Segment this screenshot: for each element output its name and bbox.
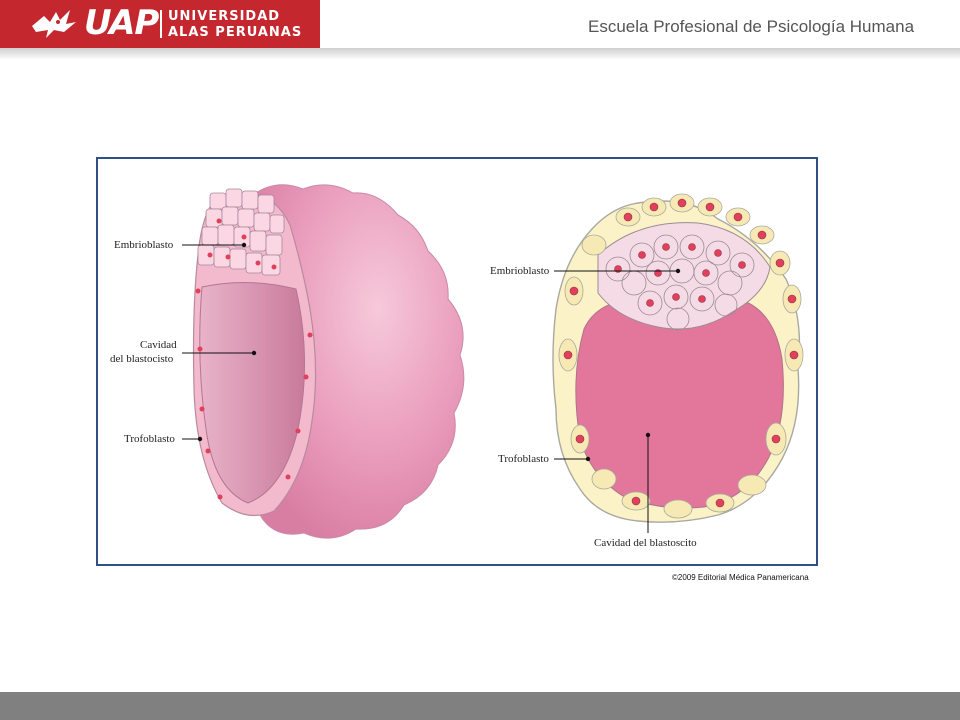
- label-left-embrioblasto: Embrioblasto: [114, 239, 174, 251]
- university-logo[interactable]: UAP UNIVERSIDAD ALAS PERUANAS: [0, 0, 320, 48]
- left-blastocyst: [182, 184, 465, 539]
- label-left-cavidad-line1: Cavidad: [140, 339, 177, 351]
- header-bar: UAP UNIVERSIDAD ALAS PERUANAS Escuela Pr…: [0, 0, 960, 50]
- school-title: Escuela Profesional de Psicología Humana: [588, 17, 915, 36]
- right-embryoblast-cells: [605, 234, 755, 331]
- left-embryoblast-cells: [197, 188, 285, 276]
- label-right-embrioblasto: Embrioblasto: [490, 265, 550, 277]
- condor-emblem-icon: [32, 10, 76, 38]
- logo-text-line1: UNIVERSIDAD: [168, 9, 281, 24]
- left-cavity: [199, 282, 305, 504]
- left-nuclei: [195, 218, 313, 500]
- copyright-credit: ©2009 Editorial Médica Panamericana: [672, 573, 809, 582]
- logo-text-line2: ALAS PERUANAS: [168, 25, 303, 40]
- label-right-trofoblasto: Trofoblasto: [498, 453, 549, 465]
- right-embryoblast-mass: [597, 222, 771, 330]
- right-nuclei: [563, 198, 799, 508]
- label-left-trofoblasto: Trofoblasto: [124, 433, 175, 445]
- blastocyst-illustration: [182, 184, 804, 539]
- footer-bar: [0, 692, 960, 720]
- right-blastocyst: [552, 193, 804, 533]
- label-left-cavidad-line2: del blastocisto: [110, 353, 174, 365]
- logo-mark: UAP: [84, 3, 159, 43]
- header-shadow: [0, 48, 960, 60]
- label-right-cavidad: Cavidad del blastoscito: [594, 537, 697, 549]
- logo-divider: [160, 10, 162, 38]
- blastocyst-figure-frame: Embrioblasto Cavidad del blastocisto Tro…: [96, 157, 818, 566]
